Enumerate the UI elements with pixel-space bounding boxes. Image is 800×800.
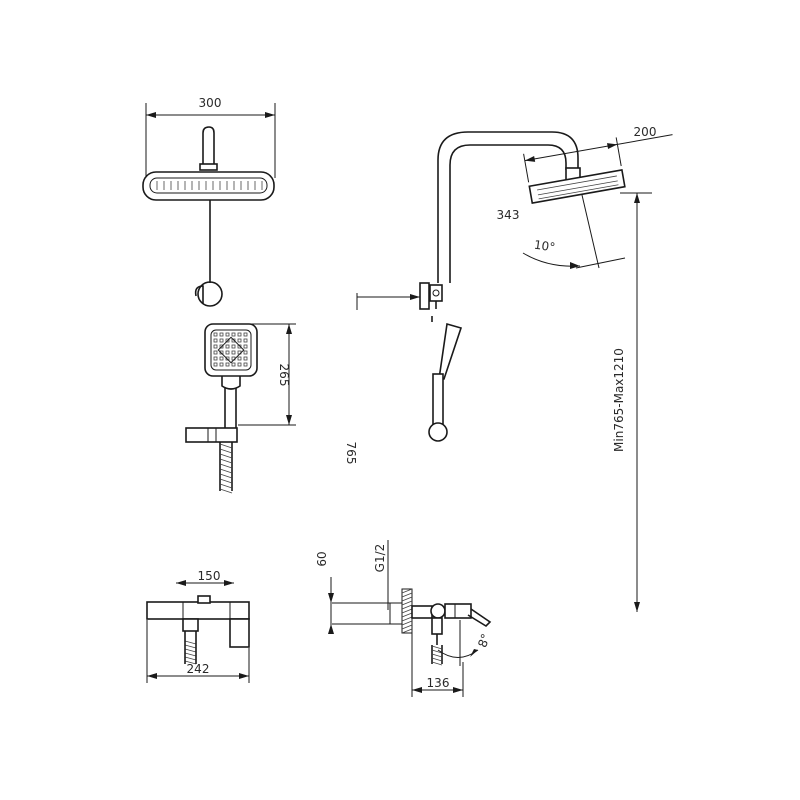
dim-spout-width: 150 <box>198 569 221 583</box>
dim-head-tilt: 10° <box>533 238 556 255</box>
dim-slide-length: 765 <box>344 442 358 465</box>
dim-arm-reach: 343 <box>497 208 520 222</box>
front-shower-head: 300 <box>142 96 276 307</box>
side-bath-mixer: 60 G1/2 8° 136 <box>315 540 493 697</box>
dim-projection: 136 <box>427 676 450 690</box>
dim-head-diameter: 200 <box>634 125 657 139</box>
dim-thread: G1/2 <box>373 544 387 573</box>
front-bath-mixer: 150 242 <box>146 569 250 683</box>
dim-spout-angle: 8° <box>475 632 493 650</box>
side-shower-assembly: 200 343 10° <box>356 125 673 442</box>
overall-height-dimension: Min765-Max1210 <box>612 192 652 612</box>
dim-head-width: 300 <box>199 96 222 110</box>
dim-handset-height: 265 <box>277 364 291 387</box>
dim-outlet-height: 60 <box>315 551 329 566</box>
dim-mixer-width: 242 <box>187 662 210 676</box>
dim-riser-height: Min765-Max1210 <box>612 348 626 452</box>
hand-shower: 265 <box>185 323 296 494</box>
